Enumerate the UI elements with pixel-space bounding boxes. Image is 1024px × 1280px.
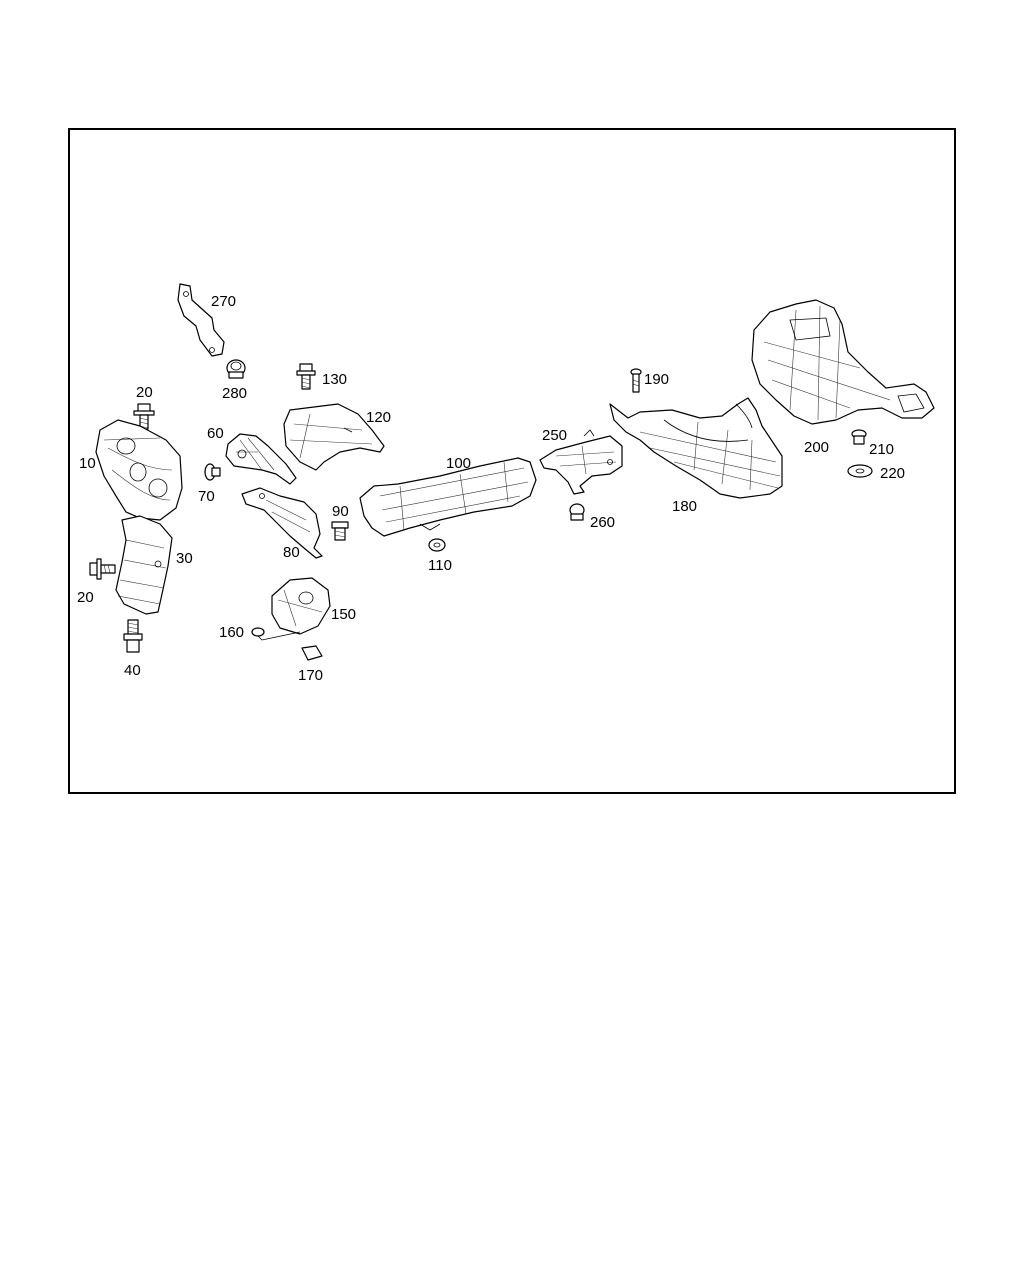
callout-60: 60 [207,425,224,442]
callout-180: 180 [672,498,697,515]
part-60-turbo-shield [225,433,297,485]
part-30-lower-heat-shield [115,515,173,615]
part-90-bolt [331,521,349,541]
part-40-stud [123,619,143,653]
part-280-nut [226,359,246,379]
part-160-washer [251,627,265,637]
part-20-bolt-lower [89,558,116,580]
callout-70: 70 [198,488,215,505]
callout-90: 90 [332,503,349,520]
part-80-bracket [241,487,323,559]
callout-40: 40 [124,662,141,679]
part-190-push-pin [630,368,642,393]
part-270-bracket [177,283,225,357]
part-150-bracket [257,577,331,641]
part-180-rear-heat-shield [609,397,783,499]
callout-170: 170 [298,667,323,684]
callout-280: 280 [222,385,247,402]
callout-200: 200 [804,439,829,456]
callout-190: 190 [644,371,669,388]
part-100-tunnel-heat-shield [359,457,537,537]
callout-210: 210 [869,441,894,458]
callout-260: 260 [590,514,615,531]
callout-250: 250 [542,427,567,444]
part-250-heat-shield [539,429,623,495]
part-170-clip-nut [301,645,323,661]
part-210-bolt [851,429,867,445]
part-110-washer [428,538,446,552]
callout-150: 150 [331,606,356,623]
part-200-muffler-heat-shield [751,299,935,425]
callout-30: 30 [176,550,193,567]
part-260-nut [569,503,585,521]
callout-10: 10 [79,455,96,472]
callout-270: 270 [211,293,236,310]
part-220-washer [847,464,873,478]
callout-130: 130 [322,371,347,388]
callout-220: 220 [880,465,905,482]
callout-20-lower: 20 [77,589,94,606]
callout-160: 160 [219,624,244,641]
part-130-bolt [296,363,316,390]
callout-120: 120 [366,409,391,426]
part-10-manifold-heat-shield [95,419,183,521]
part-120-heat-shield [283,403,385,471]
part-70-clip [204,463,221,481]
callout-80: 80 [283,544,300,561]
callout-100: 100 [446,455,471,472]
callout-110: 110 [428,557,452,574]
callout-20-upper: 20 [136,384,153,401]
